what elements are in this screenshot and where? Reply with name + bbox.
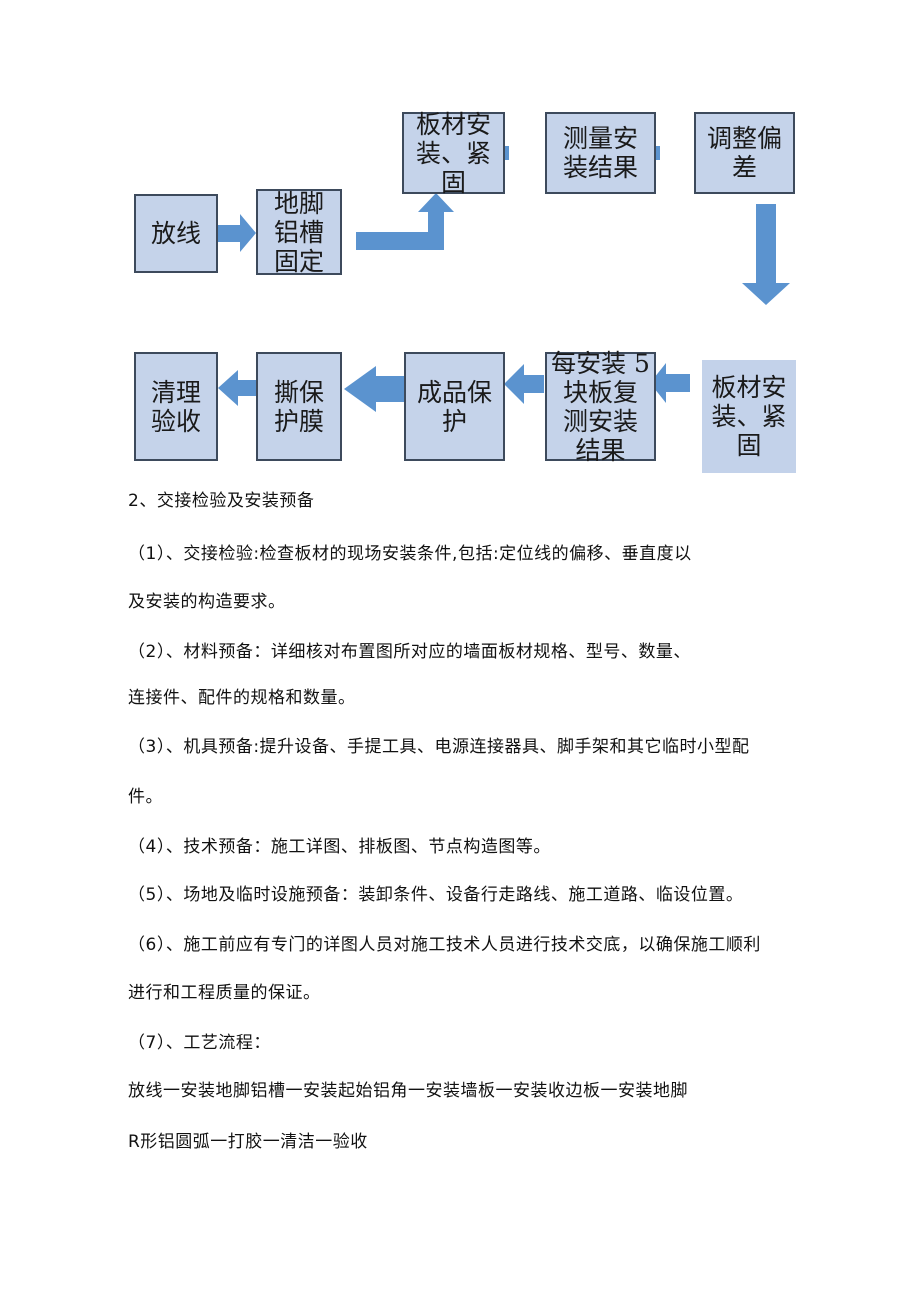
flow-box-celiang: 测量安 装结果 (545, 112, 656, 194)
arrow-left-2 (504, 364, 544, 404)
paragraph-5: （5）、场地及临时设施预备：装卸条件、设备行走路线、施工道路、临设位置。 (128, 885, 744, 905)
paragraph-6-line-1: （6）、施工前应有专门的详图人员对施工技术人员进行技术交底，以确保施工顺利 (128, 935, 761, 955)
process-flow-line-2: R形铝圆弧一打胶一清洁一验收 (128, 1132, 368, 1152)
flow-box-sibao: 撕保 护膜 (256, 352, 342, 461)
process-flow-line-1: 放线一安装地脚铝槽一安装起始铝角一安装墙板一安装收边板一安装地脚 (128, 1081, 688, 1101)
paragraph-7: （7）、工艺流程： (128, 1033, 271, 1053)
flow-box-label: 放线 (150, 219, 201, 248)
paragraph-3-line-1: （3）、机具预备:提升设备、手提工具、电源连接器具、脚手架和其它临时小型配 (128, 737, 750, 757)
connector-tick-2 (656, 146, 660, 160)
flow-box-bancai-bottom: 板材安 装、紧 固 (702, 360, 796, 473)
paragraph-4: （4）、技术预备：施工详图、排板图、节点构造图等。 (128, 837, 551, 857)
flow-box-bancai-top: 板材安 装、紧 固 (402, 109, 505, 197)
arrow-right-1 (218, 214, 256, 252)
paragraph-3-line-2: 件。 (128, 787, 163, 807)
arrow-elbow-up (356, 193, 454, 250)
arrow-left-4 (218, 370, 256, 406)
connector-tick-1 (505, 146, 509, 160)
flow-box-label: 板材安 装、紧 固 (415, 109, 491, 197)
paragraph-2-line-1: （2）、材料预备：详细核对布置图所对应的墙面板材规格、型号、数量、 (128, 642, 691, 662)
flow-box-qingli: 清理 验收 (134, 352, 218, 461)
paragraph-6-line-2: 进行和工程质量的保证。 (128, 983, 321, 1003)
arrow-down (742, 204, 790, 305)
flow-box-label: 测量安 装结果 (562, 124, 638, 182)
flow-box-label: 调整偏 差 (706, 124, 782, 182)
flow-box-chengpin: 成品保 护 (404, 352, 505, 461)
paragraph-1-line-1: （1）、交接检验:检查板材的现场安装条件,包括:定位线的偏移、垂直度以 (128, 544, 692, 564)
flow-box-label: 撕保 护膜 (273, 377, 324, 436)
arrow-left-3 (344, 366, 404, 412)
flowchart-arrows (218, 146, 790, 412)
flow-box-label: 板材安 装、紧 固 (711, 373, 787, 460)
flow-box-label: 成品保 护 (416, 377, 492, 436)
flow-box-meianzhuang: 每安装 5 块板复 测安装 结果 (545, 349, 656, 465)
flow-box-dijiao: 地脚 铝槽 固定 (256, 188, 342, 276)
flow-box-label: 地脚 铝槽 固定 (273, 188, 324, 276)
flow-box-label: 每安装 5 块板复 测安装 结果 (551, 348, 650, 465)
flow-box-fangxian: 放线 (134, 194, 218, 273)
paragraph-1-line-2: 及安装的构造要求。 (128, 592, 286, 612)
section-heading: 2、交接检验及安装预备 (128, 491, 315, 511)
arrow-left-1 (650, 363, 690, 403)
flow-box-label: 清理 验收 (150, 377, 201, 436)
paragraph-2-line-2: 连接件、配件的规格和数量。 (128, 688, 356, 708)
flow-box-tiaozheng: 调整偏 差 (694, 112, 795, 194)
